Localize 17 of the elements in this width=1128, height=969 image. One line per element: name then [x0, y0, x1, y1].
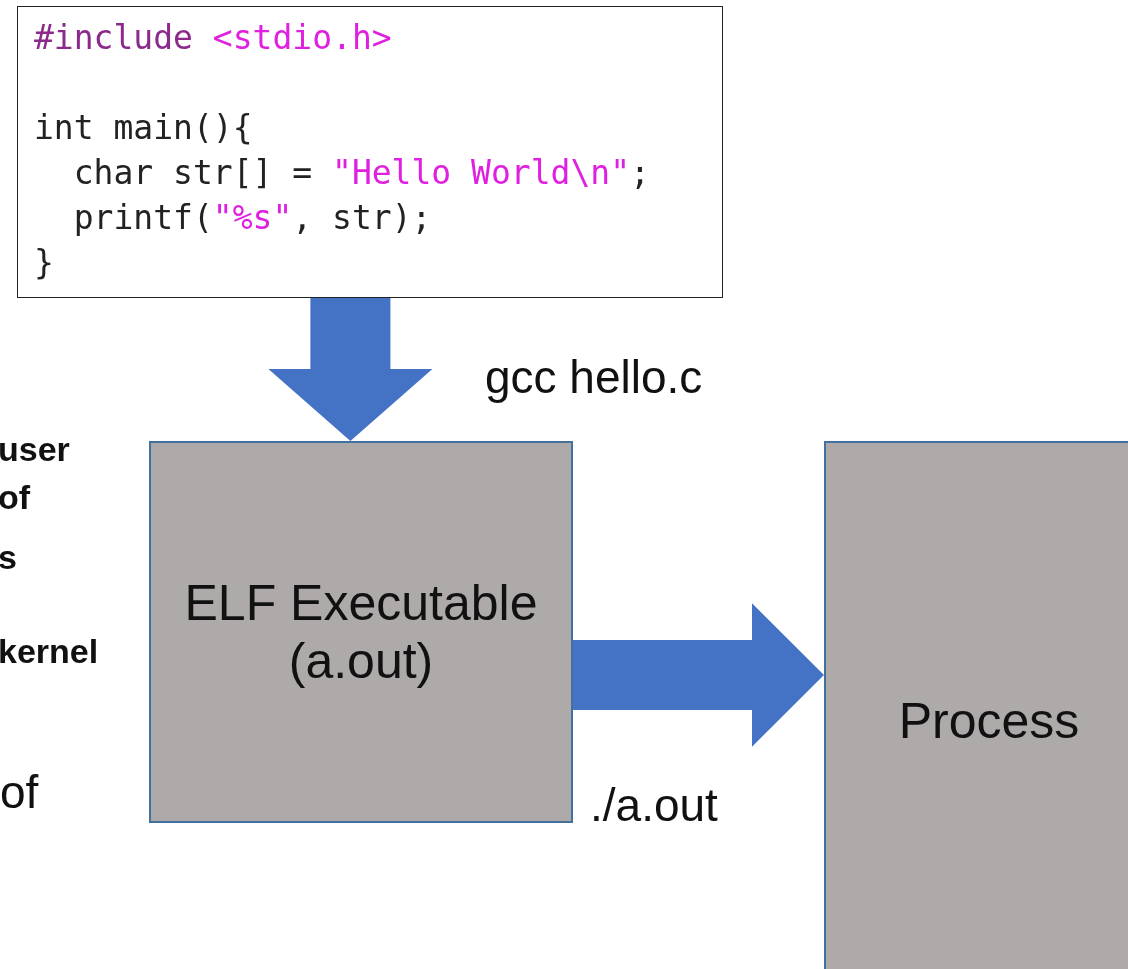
text-label: of: [0, 765, 39, 819]
process-box: [149, 441, 573, 823]
code-box: [17, 6, 723, 298]
text-label: of: [0, 478, 31, 517]
process-box: [824, 441, 1128, 969]
code-line: char str[] = "Hello World\n";: [72, 152, 650, 194]
code-line: #include <stdio.h>: [34, 17, 392, 59]
code-line: printf("%s", str);: [72, 197, 432, 239]
text-label: s: [0, 538, 17, 577]
text-label: kernel: [0, 632, 99, 671]
box-label: ELF Executable (a.out): [183, 574, 539, 690]
block-arrow: [268, 298, 433, 441]
text-label: user: [0, 430, 70, 469]
block-arrow: [573, 603, 824, 747]
code-line: }: [34, 242, 54, 284]
box-label: Process: [898, 692, 1080, 750]
code-line: int main(){: [34, 107, 253, 149]
